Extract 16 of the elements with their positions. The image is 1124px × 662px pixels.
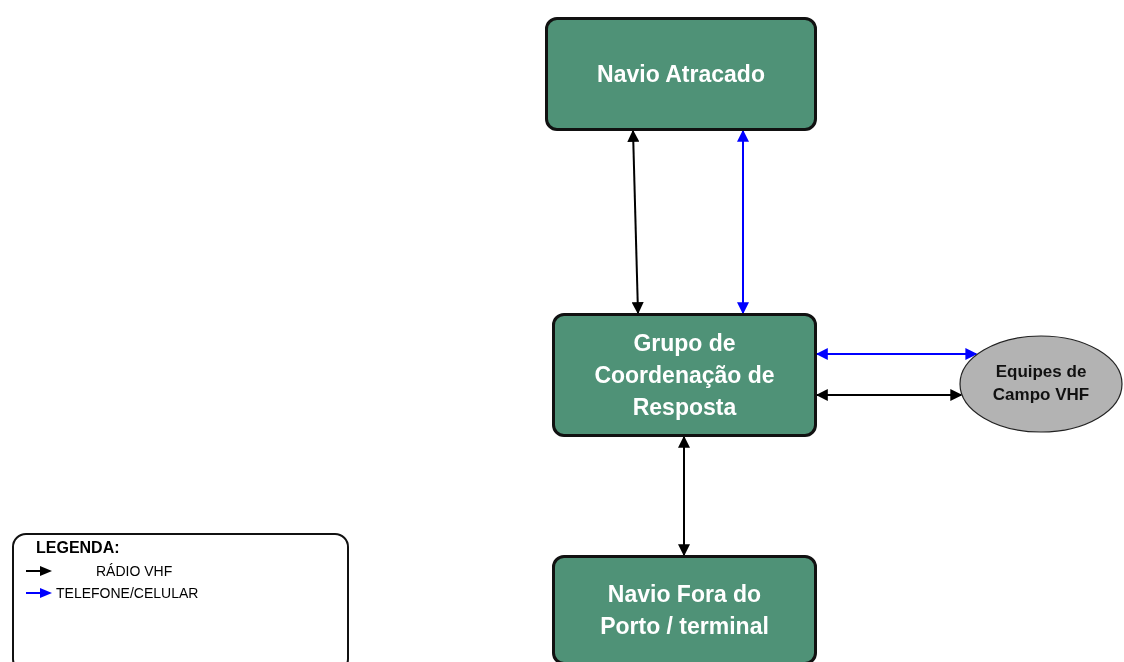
legend-label: TELEFONE/CELULAR	[56, 585, 199, 601]
node-label: Navio Fora do Porto / terminal	[599, 579, 770, 641]
double-arrow	[737, 129, 749, 315]
process-box	[552, 555, 817, 662]
legend-label: RÁDIO VHF	[96, 563, 173, 579]
node-label: Grupo de Coordenação de Resposta	[593, 328, 776, 423]
process-box	[552, 313, 817, 437]
node-label: Navio Atracado	[596, 59, 766, 89]
node-label: Equipes de Campo VHF	[991, 361, 1091, 406]
team-ellipse	[959, 335, 1123, 433]
double-arrow	[627, 129, 644, 315]
double-arrow	[678, 435, 690, 557]
double-arrow	[815, 348, 978, 360]
legend-title: LEGENDA:	[36, 539, 120, 557]
process-box	[545, 17, 817, 131]
double-arrow	[815, 389, 963, 401]
